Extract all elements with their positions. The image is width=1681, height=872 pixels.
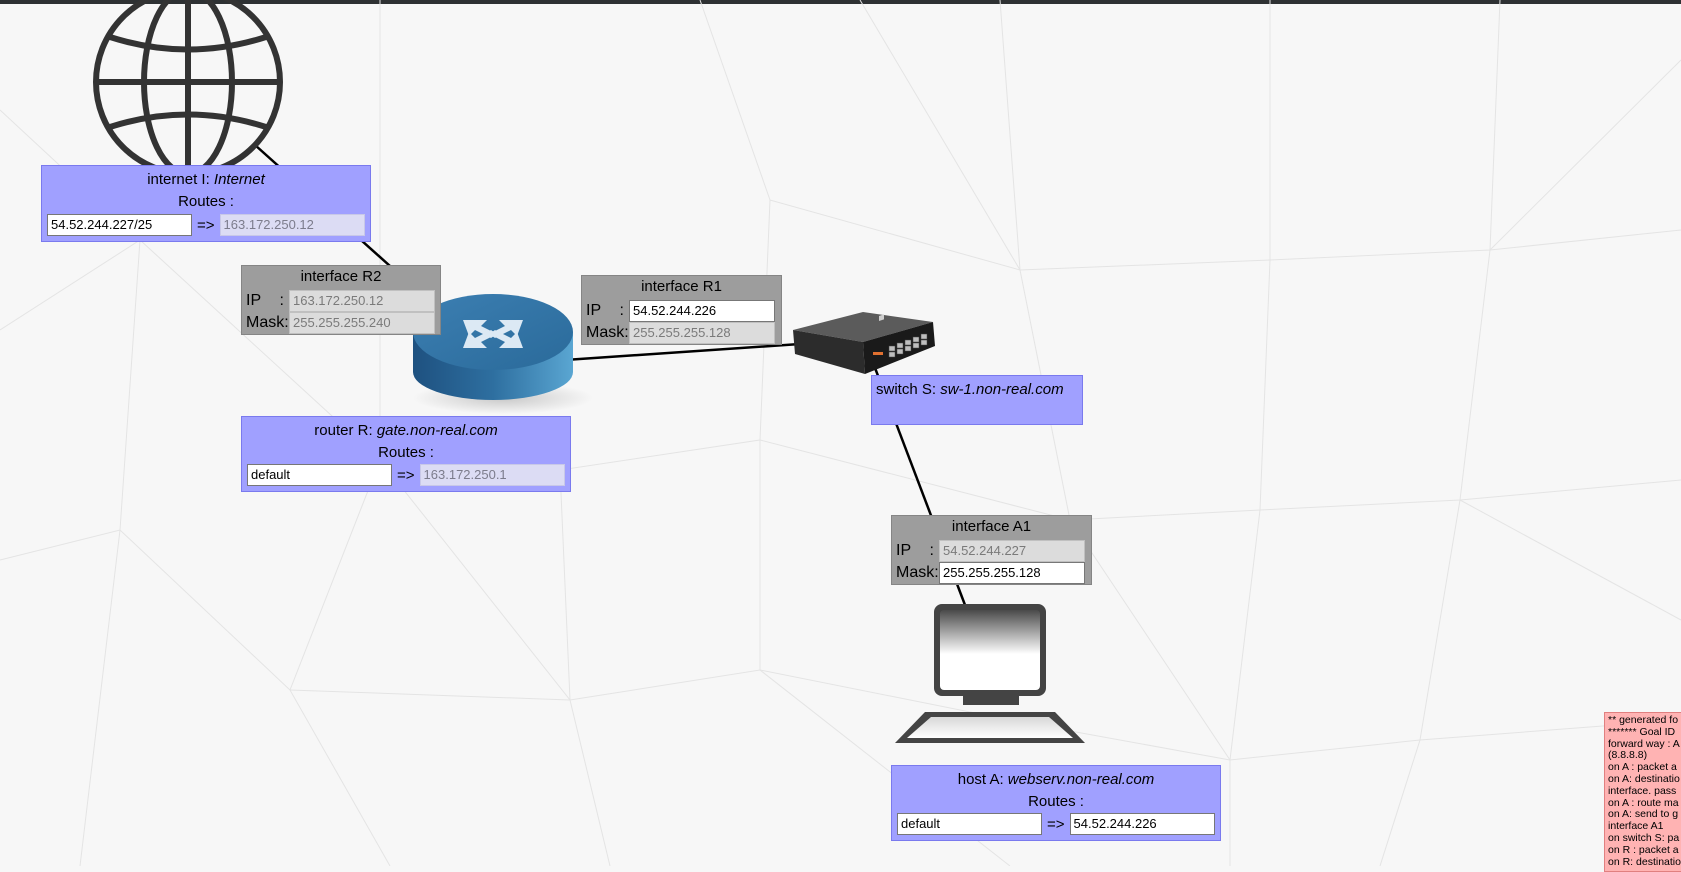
router-icon[interactable] xyxy=(405,290,595,415)
interface-a1-mask-row: Mask: 255.255.255.128 xyxy=(896,562,1085,584)
log-line: on A: destinatio xyxy=(1608,772,1680,785)
log-line: on R: destinatio xyxy=(1608,855,1681,868)
host-title: host A: webserv.non-real.com xyxy=(957,771,1155,788)
log-panel[interactable]: ** generated fo ******* Goal ID forward … xyxy=(1604,712,1681,872)
router-label-box[interactable]: router R: gate.non-real.com Routes : def… xyxy=(241,416,571,492)
interface-r2-mask-row: Mask: 255.255.255.240 xyxy=(246,312,435,334)
switch-label-box[interactable]: switch S: sw-1.non-real.com xyxy=(871,375,1083,425)
ip-label: IP xyxy=(896,542,912,559)
mask-label: Mask xyxy=(246,314,285,331)
interface-a1-mask-input[interactable]: 255.255.255.128 xyxy=(939,562,1085,584)
interface-r1-ip-input[interactable]: 54.52.244.226 xyxy=(629,300,775,322)
log-line: on A : route ma xyxy=(1608,796,1679,809)
router-title: router R: gate.non-real.com xyxy=(314,422,498,439)
route-arrow: => xyxy=(397,466,415,484)
router-route-destination-input[interactable]: default xyxy=(247,464,392,486)
log-line: ** generated fo xyxy=(1608,714,1679,726)
internet-route-destination-input[interactable]: 54.52.244.227/25 xyxy=(47,214,192,236)
log-line: (8.8.8.8) xyxy=(1608,749,1648,762)
route-arrow: => xyxy=(197,216,215,234)
interface-r1-box[interactable]: interface R1 IP: 54.52.244.226 Mask: 255… xyxy=(581,275,782,345)
log-line: interface A1 xyxy=(1608,820,1664,833)
log-line: interface. pass xyxy=(1608,784,1677,797)
router-route-gateway-field: 163.172.250.1 xyxy=(419,464,565,486)
mask-label: Mask xyxy=(896,564,935,581)
interface-r2-mask-field: 255.255.255.240 xyxy=(289,312,435,334)
interface-r1-mask-field: 255.255.255.128 xyxy=(629,322,775,344)
router-routes-label: Routes : xyxy=(378,444,434,461)
switch-title: switch S: sw-1.non-real.com xyxy=(876,381,1064,398)
log-line: ******* Goal ID xyxy=(1608,725,1676,738)
computer-icon[interactable] xyxy=(895,600,1090,748)
host-route-row: default => 54.52.244.226 xyxy=(897,813,1215,835)
interface-r1-ip-row: IP: 54.52.244.226 xyxy=(586,300,775,322)
log-line: on A: send to g xyxy=(1608,808,1679,821)
internet-label-box[interactable]: internet I: Internet Routes : 54.52.244.… xyxy=(41,165,371,242)
interface-a1-ip-row: IP: 54.52.244.227 xyxy=(896,540,1085,562)
interface-a1-title: interface A1 xyxy=(951,518,1032,535)
interface-r1-mask-row: Mask: 255.255.255.128 xyxy=(586,322,775,344)
internet-title: internet I: Internet xyxy=(147,171,265,188)
log-line: forward way : A xyxy=(1608,737,1680,750)
log-line: on R : packet a xyxy=(1608,843,1679,856)
internet-route-gateway-field: 163.172.250.12 xyxy=(219,214,365,236)
switch-icon[interactable] xyxy=(793,308,938,378)
link-router-switch xyxy=(564,342,801,362)
internet-routes-label: Routes : xyxy=(178,193,234,210)
interface-r2-ip-field: 163.172.250.12 xyxy=(289,290,435,312)
top-bar xyxy=(0,0,1681,4)
host-label-box[interactable]: host A: webserv.non-real.com Routes : de… xyxy=(891,765,1221,841)
host-route-destination-input[interactable]: default xyxy=(897,813,1042,835)
ip-label: IP xyxy=(246,292,262,309)
interface-a1-box[interactable]: interface A1 IP: 54.52.244.227 Mask: 255… xyxy=(891,515,1092,585)
log-line: on A : packet a xyxy=(1608,761,1677,774)
interface-a1-ip-field: 54.52.244.227 xyxy=(939,540,1085,562)
host-route-gateway-input[interactable]: 54.52.244.226 xyxy=(1069,813,1215,835)
mask-label: Mask xyxy=(586,324,625,341)
router-route-row: default => 163.172.250.1 xyxy=(247,464,565,486)
interface-r1-title: interface R1 xyxy=(641,278,722,295)
ip-label: IP xyxy=(586,302,602,319)
interface-r2-box[interactable]: interface R2 IP: 163.172.250.12 Mask: 25… xyxy=(241,265,441,335)
interface-r2-ip-row: IP: 163.172.250.12 xyxy=(246,290,435,312)
globe-icon[interactable] xyxy=(90,0,286,172)
host-routes-label: Routes : xyxy=(1028,793,1084,810)
route-arrow: => xyxy=(1047,815,1065,833)
interface-r2-title: interface R2 xyxy=(300,268,382,285)
log-line: on switch S: pa xyxy=(1608,831,1680,844)
internet-route-row: 54.52.244.227/25 => 163.172.250.12 xyxy=(47,214,365,236)
